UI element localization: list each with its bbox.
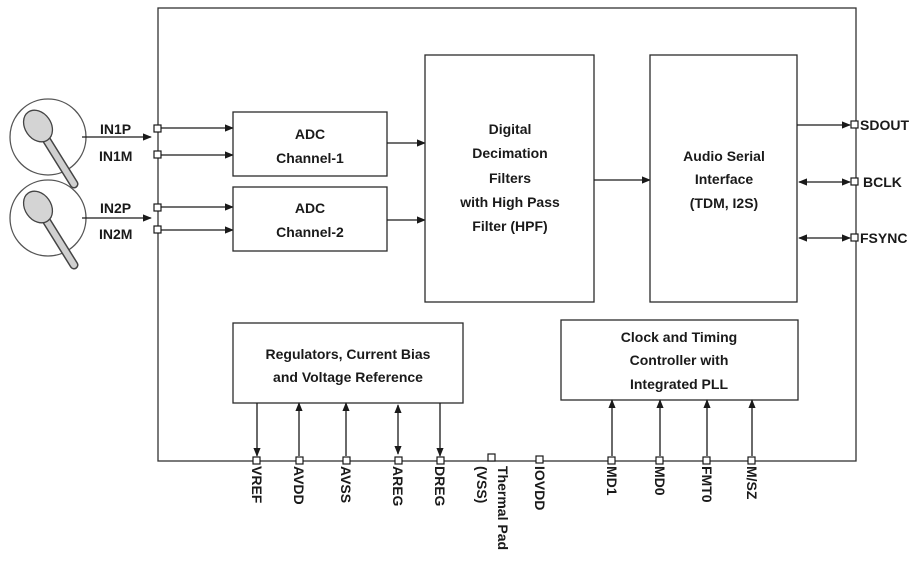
filter-label-line4: with High Pass (459, 194, 560, 210)
adc1-label-line2: Channel-1 (276, 150, 344, 166)
pin-label-fsync: FSYNC (860, 230, 907, 246)
pin-label-fmt0: FMT0 (699, 466, 715, 503)
pin-sdout (850, 120, 859, 129)
audio-serial-interface-block (649, 54, 798, 303)
serial-label-line1: Audio Serial (683, 148, 765, 164)
pin-vref (252, 456, 261, 465)
pin-label-in1m: IN1M (99, 148, 132, 164)
adc-channel-1-block (232, 111, 388, 177)
filter-label-line2: Decimation (472, 145, 547, 161)
microphone-icon (9, 179, 87, 270)
pin-label-bclk: BCLK (863, 174, 902, 190)
pin-label-areg: AREG (390, 466, 406, 507)
pin-label-msz: M/SZ (744, 466, 760, 500)
pin-dreg (436, 456, 445, 465)
pin-label-vss: (VSS) (474, 466, 490, 503)
pin-in1p (153, 124, 162, 133)
pin-areg (394, 456, 403, 465)
microphone-icon (9, 98, 87, 189)
adc-channel-2-block (232, 186, 388, 252)
pin-thermal-pad (487, 453, 496, 462)
adc1-label-line1: ADC (295, 126, 325, 142)
pin-md1 (607, 456, 616, 465)
pin-label-avss: AVSS (338, 466, 354, 503)
pin-avss (342, 456, 351, 465)
clock-timing-block (560, 319, 799, 401)
filter-label-line1: Digital (489, 121, 532, 137)
pin-fmt0 (702, 456, 711, 465)
clock-label-line1: Clock and Timing (621, 329, 737, 345)
pin-label-in2p: IN2P (100, 200, 131, 216)
regulators-label-line2: and Voltage Reference (273, 369, 423, 385)
pin-label-dreg: DREG (432, 466, 448, 507)
serial-label-line3: (TDM, I2S) (690, 195, 758, 211)
clock-label-line3: Integrated PLL (630, 376, 728, 392)
pin-avdd (295, 456, 304, 465)
pin-label-md0: MD0 (652, 466, 668, 496)
pin-in2p (153, 203, 162, 212)
filter-label-line3: Filters (489, 170, 531, 186)
pin-md0 (655, 456, 664, 465)
clock-label-line2: Controller with (630, 352, 729, 368)
pin-label-avdd: AVDD (291, 466, 307, 505)
pin-msz (747, 456, 756, 465)
serial-label-line2: Interface (695, 171, 754, 187)
pin-in1m (153, 150, 162, 159)
pin-iovdd (535, 455, 544, 464)
pin-label-md1: MD1 (604, 466, 620, 496)
pin-label-sdout: SDOUT (860, 117, 909, 133)
decimation-filter-block (424, 54, 595, 303)
pin-bclk (850, 177, 859, 186)
pin-label-vref: VREF (249, 466, 265, 504)
pin-label-in1p: IN1P (100, 121, 131, 137)
pin-label-thermal-pad: Thermal Pad (495, 466, 511, 550)
filter-label-line5: Filter (HPF) (472, 218, 547, 234)
adc2-label-line2: Channel-2 (276, 224, 344, 240)
regulators-label-line1: Regulators, Current Bias (266, 346, 431, 362)
adc2-label-line1: ADC (295, 200, 325, 216)
regulators-block (232, 322, 464, 404)
pin-fsync (850, 233, 859, 242)
pin-in2m (153, 225, 162, 234)
pin-label-in2m: IN2M (99, 226, 132, 242)
pin-label-iovdd: IOVDD (532, 466, 548, 510)
